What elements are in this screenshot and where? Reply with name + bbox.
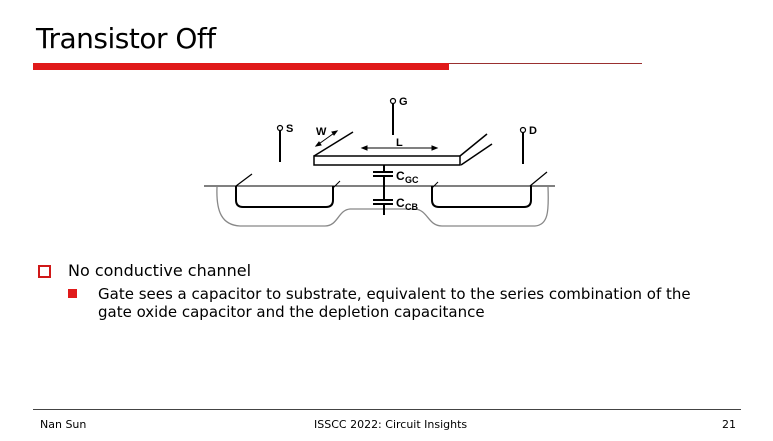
- width-label: W: [316, 126, 327, 138]
- width-arrow: [314, 130, 339, 147]
- hollow-square-bullet-icon: [38, 265, 51, 278]
- page-number: 21: [722, 418, 736, 431]
- filled-square-bullet-icon: [68, 289, 77, 298]
- source-diffusion: [235, 186, 334, 208]
- ccb-label: C: [396, 196, 405, 210]
- footer-event: ISSCC 2022: Circuit Insights: [314, 418, 468, 431]
- source-edge-mark: [332, 180, 341, 189]
- diagram-labels: G S D W L C GC C CB: [286, 96, 537, 212]
- gate-plate-edge: [460, 143, 493, 166]
- gate-plate-edge: [313, 131, 354, 157]
- source-label: S: [286, 123, 293, 135]
- ccb-subscript: CB: [405, 202, 418, 212]
- title-accent-bar: [33, 63, 449, 70]
- source-edge-mark: [235, 173, 253, 187]
- slide-title: Transistor Off: [36, 22, 216, 55]
- substrate-outline: [216, 186, 549, 227]
- gate-terminal: [389, 97, 397, 135]
- gate-plate-edge: [459, 133, 488, 157]
- footer-divider: [33, 409, 741, 410]
- gate-label: G: [399, 96, 408, 108]
- drain-edge-mark: [431, 181, 439, 189]
- cgc-subscript: GC: [405, 175, 419, 185]
- drain-terminal: [519, 126, 527, 164]
- drain-diffusion: [431, 186, 532, 208]
- length-arrow: [360, 145, 439, 151]
- bullet-text: No conductive channel: [68, 261, 252, 280]
- capacitor-stack: [373, 165, 393, 215]
- length-label: L: [396, 137, 403, 149]
- title-divider: [449, 63, 642, 64]
- gate-plate: [313, 155, 461, 166]
- footer-author: Nan Sun: [40, 418, 87, 431]
- cgc-label: C: [396, 169, 405, 183]
- drain-label: D: [529, 125, 537, 137]
- source-terminal: [276, 124, 284, 162]
- sub-bullet-text: Gate sees a capacitor to substrate, equi…: [98, 285, 691, 321]
- drain-edge-mark: [529, 171, 548, 187]
